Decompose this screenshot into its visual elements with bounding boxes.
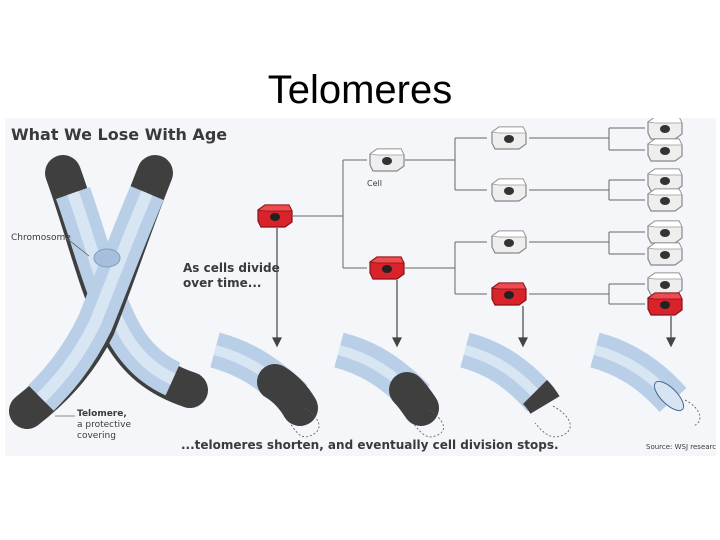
chromosome: [9, 155, 208, 429]
cell-white-gen2a: [491, 126, 527, 150]
slide-title: Telomeres: [267, 68, 453, 112]
cell-white-gen1: [369, 148, 405, 172]
lineage-connectors: [293, 127, 645, 305]
figure-heading: What We Lose With Age: [11, 125, 227, 144]
cell-white-gen3b: [647, 138, 683, 162]
cell-white-gen3d: [647, 188, 683, 212]
segment-4: [589, 332, 701, 427]
cell-label: Cell: [367, 179, 382, 188]
cell-white-gen3a: [647, 118, 683, 140]
segment-3: [459, 332, 571, 438]
cell-white-gen3g: [647, 272, 683, 296]
cell-red-gen1: [369, 256, 405, 280]
segment-2: [333, 332, 444, 438]
cell-white-gen3f: [647, 242, 683, 266]
divide-label-line2: over time...: [183, 276, 261, 290]
telomere-diagram: What We Lose With Age Chromosome Telomer…: [5, 118, 716, 456]
cell-red-gen0: [257, 204, 293, 228]
cell-red-gen3: [647, 292, 683, 316]
telomere-label-line1: Telomere,: [77, 409, 127, 419]
figure-source: Source: WSJ research: [646, 443, 716, 451]
chromosome-label: Chromosome: [11, 233, 71, 243]
cell-red-gen2: [491, 282, 527, 306]
cell-white-gen2b: [491, 178, 527, 202]
cell-white-gen2c: [491, 230, 527, 254]
diagram-canvas: What We Lose With Age Chromosome Telomer…: [9, 118, 716, 452]
figure-caption: ...telomeres shorten, and eventually cel…: [181, 438, 559, 452]
cell-white-gen3c: [647, 168, 683, 192]
divide-label-line1: As cells divide: [183, 261, 280, 275]
down-arrows: [272, 228, 676, 348]
segment-1: [209, 332, 320, 438]
telomere-label-line2: a protective: [77, 420, 131, 430]
cell-white-gen3e: [647, 220, 683, 244]
telomere-label-line3: covering: [77, 431, 116, 441]
chromosome-pointer: [64, 236, 90, 257]
